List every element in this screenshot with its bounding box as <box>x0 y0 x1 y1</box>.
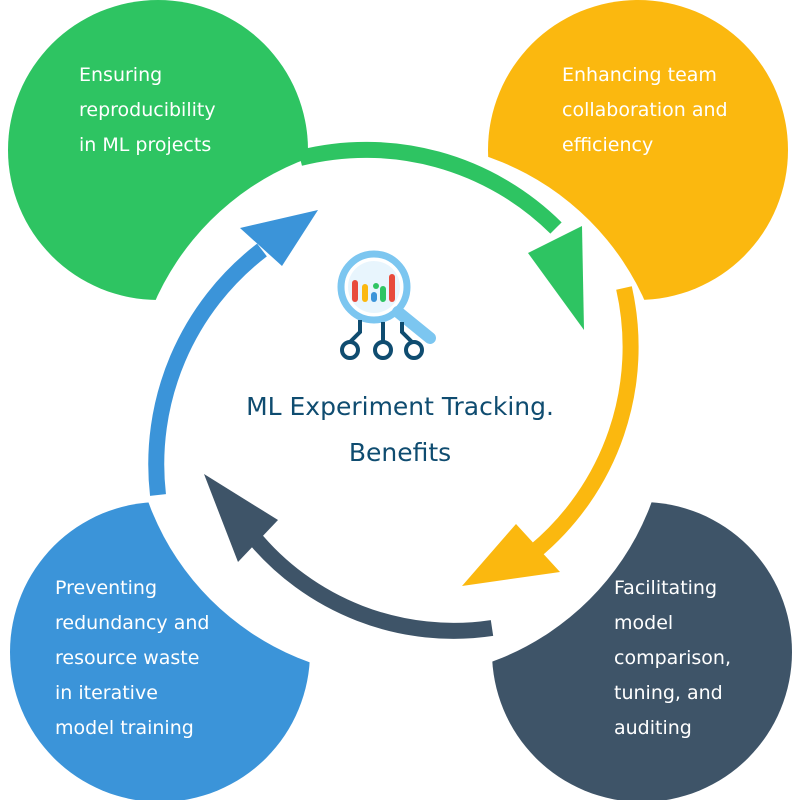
benefit-line: auditing <box>614 717 692 739</box>
benefit-line: in iterative <box>55 682 158 704</box>
title-line: Benefits <box>348 438 452 467</box>
arrowhead-navy-icon <box>204 474 278 562</box>
benefit-line: efficiency <box>562 134 654 156</box>
arrowhead-green-icon <box>528 226 584 330</box>
benefit-top-left-text: Ensuring reproducibility in ML projects <box>79 58 216 163</box>
arrowhead-blue-icon <box>240 210 318 266</box>
arc-green <box>298 141 562 234</box>
benefit-line: comparison, <box>614 647 731 669</box>
arrowhead-yellow-icon <box>462 524 560 586</box>
benefit-bottom-left-text: Preventing redundancy and resource waste… <box>55 571 209 746</box>
benefit-line: Preventing <box>55 577 158 599</box>
benefit-line: Facilitating <box>614 577 718 599</box>
benefit-line: resource waste <box>55 647 200 669</box>
benefit-line: tuning, and <box>614 682 723 704</box>
benefit-top-right-text: Enhancing team collaboration and efficie… <box>562 58 728 163</box>
benefit-line: Enhancing team <box>562 64 717 86</box>
benefit-line: redundancy and <box>55 612 210 634</box>
arc-yellow <box>528 286 639 559</box>
title-line: ML Experiment Tracking. <box>246 392 554 421</box>
benefit-line: model training <box>55 717 194 739</box>
benefit-line: reproducibility <box>79 99 216 121</box>
benefit-bottom-right-text: Facilitating model comparison, tuning, a… <box>614 571 731 746</box>
benefit-line: collaboration and <box>562 99 728 121</box>
benefit-line: in ML projects <box>79 134 212 156</box>
diagram-title: ML Experiment Tracking. Benefits <box>150 384 650 476</box>
arc-blue <box>148 243 267 496</box>
arc-navy <box>245 529 494 639</box>
benefit-line: model <box>614 612 674 634</box>
benefit-line: Ensuring <box>79 64 163 86</box>
